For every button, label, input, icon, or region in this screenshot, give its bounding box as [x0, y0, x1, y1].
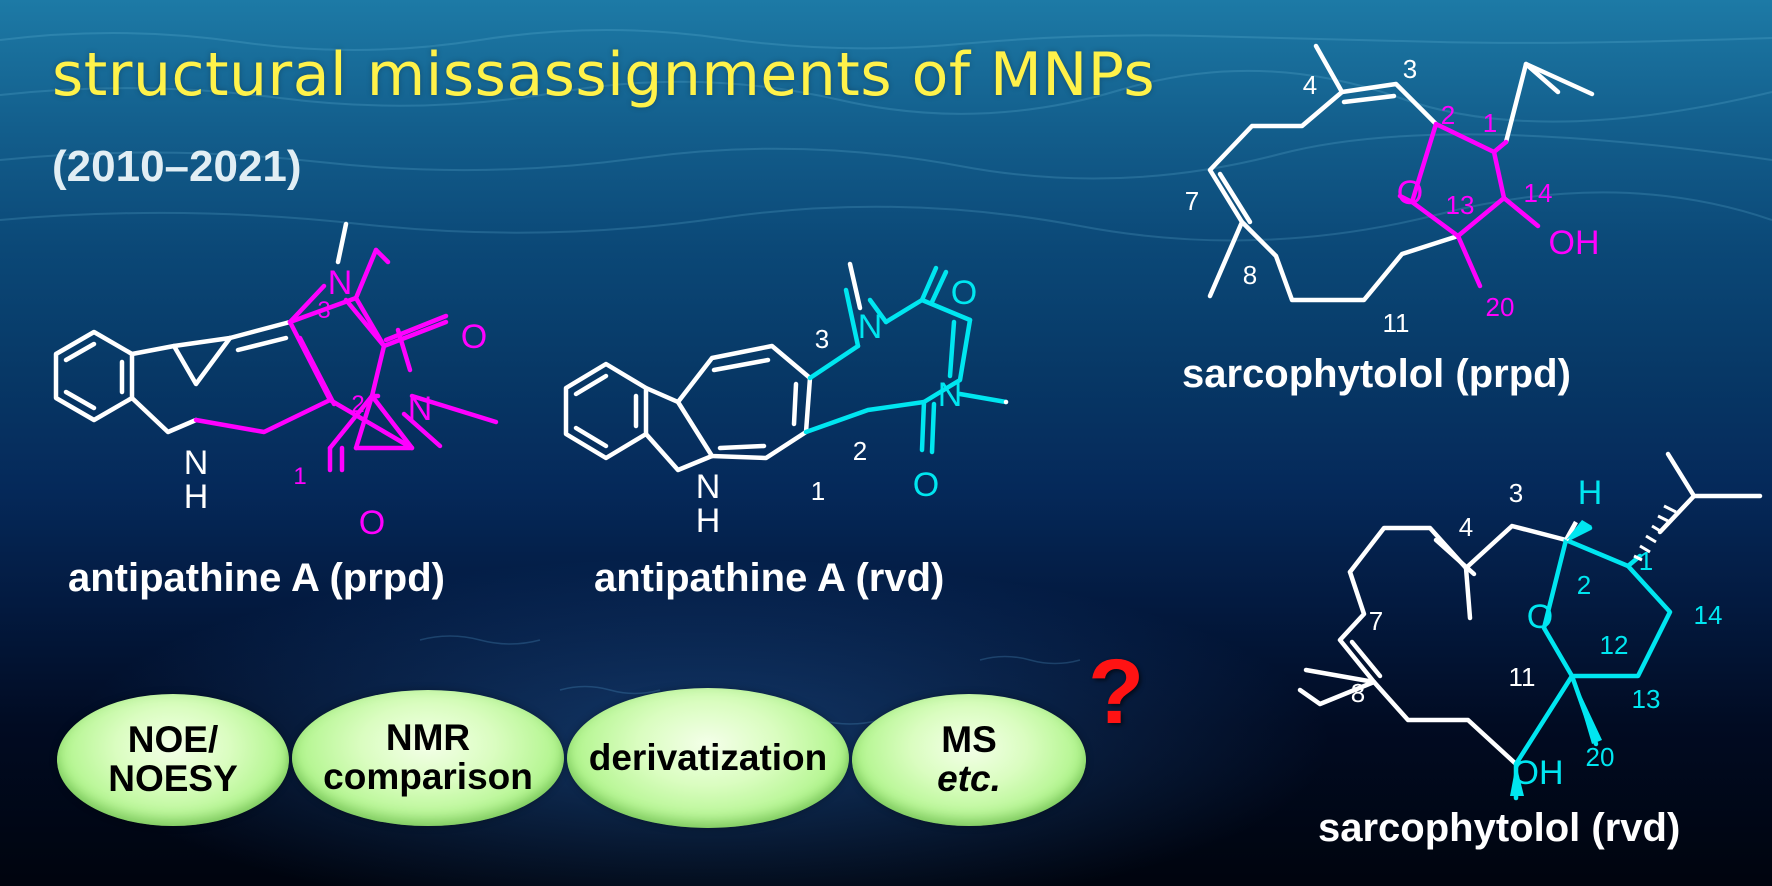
locant-4: 4 — [1459, 512, 1473, 542]
atom-n-mid: N — [408, 390, 433, 428]
locant-3: 3 — [815, 324, 829, 354]
method-derivatization-label: derivatization — [588, 736, 828, 778]
locant-14: 14 — [1524, 178, 1553, 208]
atom-n-top: N — [858, 308, 883, 346]
atom-nh-h: H — [696, 502, 721, 540]
locant-2: 2 — [1577, 570, 1591, 600]
locant-12: 12 — [1600, 630, 1629, 660]
atom-oh: OH — [1549, 224, 1600, 262]
atom-o-top: O — [461, 318, 487, 356]
atom-nh-n: N — [184, 444, 209, 482]
locant-3: 3 — [1403, 54, 1417, 84]
locant-2: 2 — [853, 436, 867, 466]
caption-antipathine-revised: antipathine A (rvd) — [594, 556, 945, 600]
method-noe-line2: NOESY — [108, 758, 238, 799]
method-nmr-line1: NMR — [385, 717, 471, 759]
atom-n-mid: N — [938, 376, 963, 414]
method-nmr-line2: comparison — [323, 756, 533, 797]
caption-sarcophytolol-revised: sarcophytolol (rvd) — [1318, 806, 1681, 850]
locant-13: 13 — [1632, 684, 1661, 714]
locant-8: 8 — [1243, 260, 1257, 290]
atom-nh-n: N — [696, 468, 721, 506]
page-title: structural missassignments of MNPs — [52, 40, 1156, 110]
locant-1: 1 — [1483, 108, 1497, 138]
wedge-bond-h — [1566, 520, 1592, 540]
caption-antipathine-proposed: antipathine A (prpd) — [68, 556, 445, 600]
locant-3: 3 — [317, 297, 330, 324]
locant-13: 13 — [1446, 190, 1475, 220]
wedge-bond-oh — [1510, 764, 1524, 796]
atom-oh: OH — [1513, 754, 1564, 792]
locant-7: 7 — [1185, 186, 1199, 216]
method-pill-noe: NOE/ NOESY — [57, 694, 289, 826]
locant-7: 7 — [1369, 606, 1383, 636]
atom-o-bottom: O — [913, 466, 939, 504]
locant-20: 20 — [1486, 292, 1515, 322]
method-ms-line2: etc. — [937, 758, 1001, 799]
date-range-subtitle: (2010–2021) — [52, 142, 302, 191]
method-noe-line1: NOE/ — [127, 719, 219, 761]
locant-3: 3 — [1509, 478, 1523, 508]
wedge-bond-methyl — [1572, 676, 1602, 744]
atom-o-bottom: O — [359, 504, 385, 542]
atom-o-top: O — [951, 274, 977, 312]
locant-1: 1 — [293, 463, 306, 490]
locant-11: 11 — [1509, 662, 1536, 692]
atom-nh-h: H — [184, 478, 209, 516]
locant-1: 1 — [1639, 546, 1653, 576]
locant-11: 11 — [1383, 308, 1410, 338]
atom-h: H — [1578, 474, 1603, 512]
method-pill-ms: MS etc. — [852, 694, 1086, 826]
method-pill-derivatization: derivatization — [567, 688, 849, 828]
method-pill-nmr: NMR comparison — [292, 690, 564, 826]
locant-20: 20 — [1586, 742, 1615, 772]
atom-o-ring: O — [1397, 174, 1423, 212]
method-ms-line1: MS — [941, 719, 997, 761]
locant-2: 2 — [351, 391, 364, 418]
locant-14: 14 — [1694, 600, 1723, 630]
locant-8: 8 — [1351, 678, 1365, 708]
locant-2: 2 — [1441, 100, 1455, 130]
caption-sarcophytolol-proposed: sarcophytolol (prpd) — [1182, 352, 1571, 396]
atom-n-top: N — [328, 264, 353, 302]
locant-4: 4 — [1303, 70, 1317, 100]
atom-o-ring: O — [1527, 598, 1553, 636]
locant-1: 1 — [811, 476, 825, 506]
question-mark: ? — [1088, 641, 1145, 743]
